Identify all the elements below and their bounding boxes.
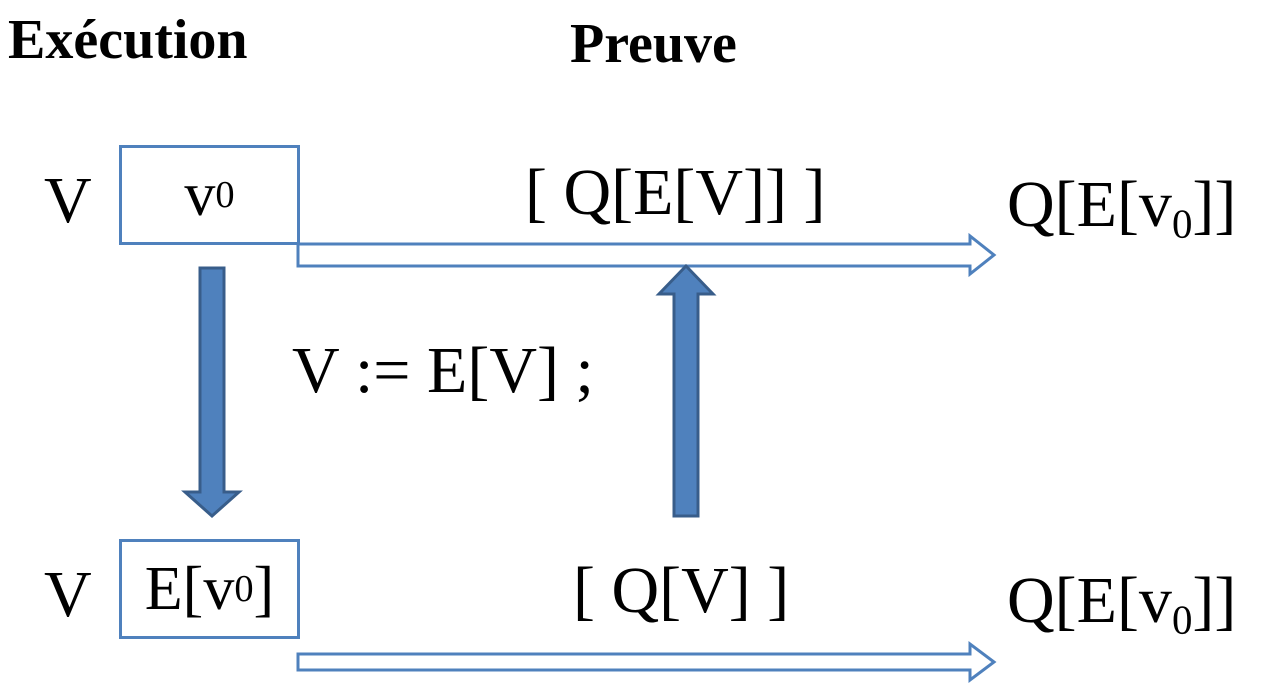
top-value-base: v [184,161,216,229]
top-result: Q[E[v0]] [1007,172,1236,245]
bottom-value-prefix: E[v [144,555,235,623]
bottom-flow-arrow [296,641,997,683]
bottom-proof-expression: [ Q[V] ] [573,554,790,627]
top-result-prefix: Q[E[v [1007,168,1172,241]
heading-execution: Exécution [8,9,248,71]
bottom-result-prefix: Q[E[v [1007,564,1172,637]
proof-up-arrow [655,263,717,518]
top-result-sub: 0 [1171,201,1193,247]
execution-down-arrow [181,266,243,519]
bottom-result: Q[E[v0]] [1007,568,1236,641]
top-variable-label: V [44,164,92,237]
bottom-result-suffix: ]] [1192,564,1237,637]
top-proof-expression: [ Q[E[V]] ] [525,156,826,229]
heading-proof: Preuve [570,13,737,75]
bottom-value-suffix: ] [253,555,275,623]
top-flow-arrow [296,232,997,278]
bottom-variable-label: V [44,558,92,631]
bottom-result-sub: 0 [1171,597,1193,643]
assignment-statement: V := E[V] ; [292,334,594,407]
top-result-suffix: ]] [1192,168,1237,241]
